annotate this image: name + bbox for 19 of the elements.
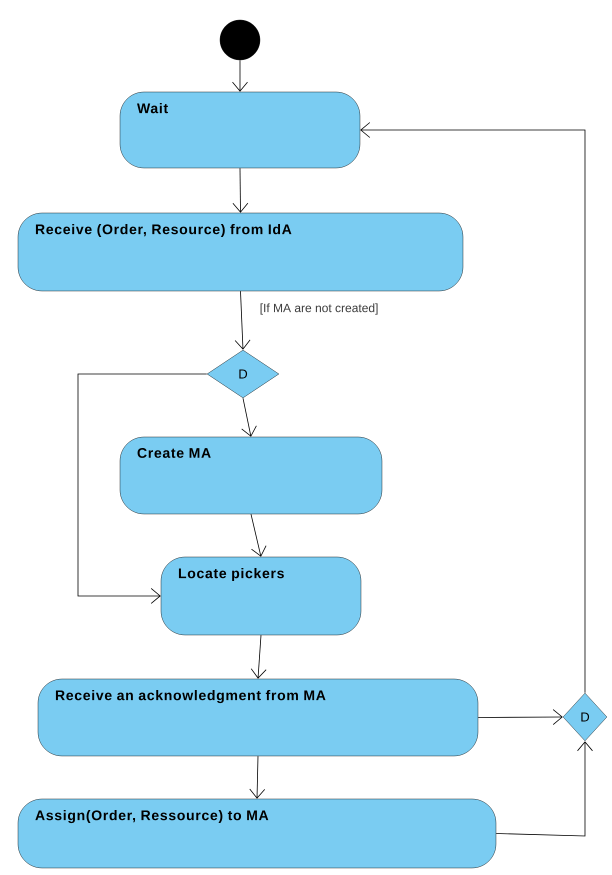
arrow — [478, 709, 563, 725]
arrow — [241, 398, 257, 437]
action-box: Assign(Order, Ressource) to MA — [18, 798, 496, 868]
action-box: Create MA — [120, 436, 382, 514]
arrow — [360, 122, 586, 694]
arrow — [496, 741, 593, 836]
action-box: Locate pickers — [160, 556, 362, 636]
arrow — [249, 756, 266, 799]
arrow — [232, 60, 248, 92]
action-box: Wait — [120, 92, 360, 168]
arrow — [234, 290, 250, 350]
arrow — [232, 168, 248, 213]
arrow — [250, 514, 266, 557]
edge-label: [If MA are not created] — [258, 302, 380, 316]
arrow — [78, 374, 208, 604]
arrow — [250, 634, 267, 679]
action-box: Receive an acknowledgment from MA — [38, 678, 478, 756]
action-box: Receive (Order, Resource) from IdA — [18, 212, 464, 292]
start-circle — [220, 20, 260, 60]
